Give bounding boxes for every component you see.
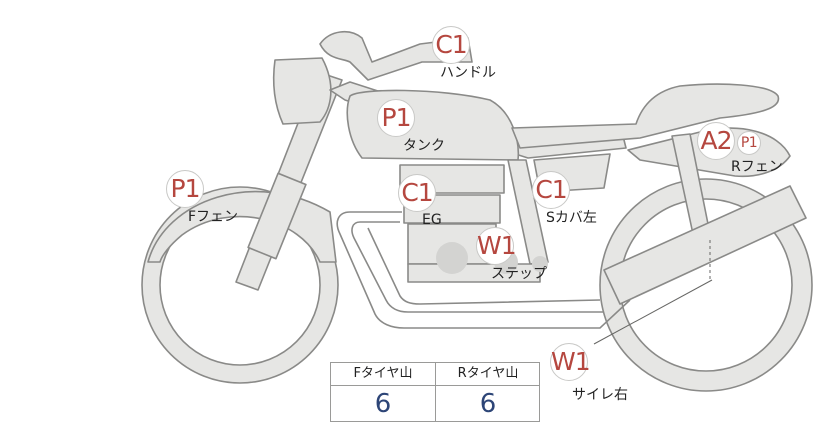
headlight-shape: [272, 57, 332, 125]
part-label: Sカバ左: [546, 210, 597, 226]
part-label: ハンドル: [440, 65, 496, 81]
front-tread-value: 6: [374, 389, 392, 419]
code-badge: C1: [532, 171, 570, 209]
code-badge: P1: [166, 170, 204, 208]
code-badge-secondary: P1: [737, 131, 761, 155]
part-label: Fフェン: [188, 209, 239, 225]
code-badge: W1: [550, 343, 591, 381]
front-tread-header: Fタイヤ山: [331, 363, 435, 386]
code-badge: P1: [377, 99, 415, 137]
table-divider: [435, 363, 436, 421]
code-badge: C1: [432, 26, 470, 64]
rear-tread-value: 6: [479, 389, 497, 419]
part-label: ステップ: [491, 266, 547, 282]
muffler-leader-line: [593, 279, 713, 345]
code-badge: W1: [476, 227, 517, 265]
fork-tube-shape: [247, 172, 307, 260]
code-badge: A2: [697, 122, 735, 160]
seat-shape: [511, 83, 780, 149]
rear-tread-header: Rタイヤ山: [436, 363, 540, 386]
muffler-shape: [603, 185, 807, 305]
exhaust-pipe-shape: [336, 211, 631, 329]
exhaust-pipe-lower-shape: [367, 227, 601, 305]
part-label: Rフェン: [731, 159, 783, 175]
part-label: EG: [422, 212, 442, 228]
tire-tread-table: Fタイヤ山 Rタイヤ山 6 6: [330, 362, 540, 422]
part-label: サイレ右: [572, 387, 628, 403]
code-badge: C1: [398, 174, 436, 212]
exhaust-pipe-inner-shape: [351, 221, 604, 313]
down-tube-shape: [507, 159, 549, 265]
part-label: タンク: [403, 138, 445, 154]
